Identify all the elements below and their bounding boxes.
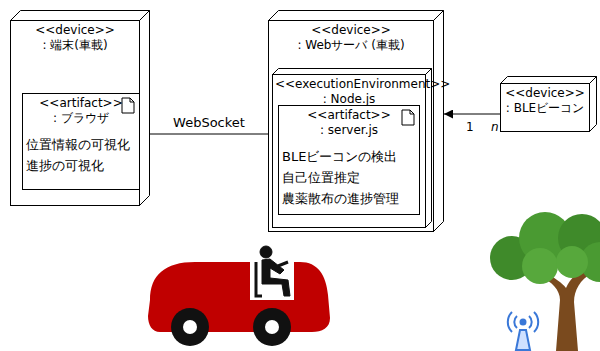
- tree: [490, 212, 600, 351]
- stereotype: <<device>>: [271, 23, 431, 38]
- device-box: <<device>>: Webサーバ (車載) <<executionEnviro…: [268, 10, 444, 232]
- edge-label: WebSocket: [172, 115, 246, 130]
- stereotype: <<device>>: [13, 23, 137, 38]
- node-face: <<artifact>>: server.jsBLEビーコンの検出 自己位置推定…: [278, 108, 420, 209]
- wheel-hub: [183, 320, 197, 334]
- artifact-icon: [122, 98, 134, 113]
- association-arrow: [444, 114, 500, 115]
- driver-panel: [250, 240, 294, 300]
- node-face: <<artifact>>: ブラウザ位置情報の可視化 進捗の可視化: [22, 96, 140, 176]
- box-top: [273, 69, 432, 75]
- device-box: <<device>>: BLEビーコン: [500, 76, 597, 132]
- box-side: [434, 11, 444, 232]
- stereotype: <<device>>: [503, 86, 587, 101]
- box-front: [501, 84, 590, 132]
- car: [148, 240, 330, 346]
- node-face: <<device>>: 端末(車載): [10, 23, 140, 53]
- node-face: <<device>>: BLEビーコン: [500, 86, 590, 116]
- node-name: : Webサーバ (車載): [271, 38, 431, 53]
- box-side: [140, 11, 150, 206]
- foliage: [522, 248, 558, 284]
- box-top: [11, 11, 150, 21]
- box-front: [11, 21, 140, 206]
- beacon-icon: [508, 312, 538, 350]
- stereotype: <<artifact>>: [294, 108, 404, 123]
- artifact-icon: [402, 110, 414, 125]
- device-box: <<executionEnvironment>>: Node.js<<artif…: [272, 68, 432, 228]
- node-face: <<executionEnvironment>>: Node.js: [272, 77, 426, 107]
- wheel: [253, 308, 291, 346]
- node-face: <<device>>: Webサーバ (車載): [268, 23, 434, 53]
- device-box: <<device>>: 端末(車載) <<artifact>>: ブラウザ位置情報…: [10, 10, 150, 206]
- stereotype: <<executionEnvironment>>: [275, 77, 423, 92]
- box-front: [279, 106, 420, 215]
- association-line: [150, 134, 268, 135]
- multiplicity: n: [490, 120, 500, 135]
- artifact-box: <<artifact>>: server.jsBLEビーコンの検出 自己位置推定…: [278, 105, 420, 215]
- box-side: [426, 69, 432, 228]
- node-name: : server.js: [294, 123, 404, 138]
- node-body: 位置情報の可視化 進捗の可視化: [26, 134, 124, 176]
- node-name: : Node.js: [275, 92, 423, 107]
- foliage: [556, 246, 588, 278]
- box-front: [23, 94, 140, 190]
- wheel: [171, 308, 209, 346]
- node-name: : BLEビーコン: [503, 101, 587, 116]
- box-front: [269, 21, 434, 232]
- node-name: : 端末(車載): [13, 38, 137, 53]
- artifact-box: <<artifact>>: ブラウザ位置情報の可視化 進捗の可視化: [22, 93, 140, 190]
- box-front: [273, 75, 426, 228]
- wheel-hub: [265, 320, 279, 334]
- box-side: [590, 77, 597, 132]
- node-body: BLEビーコンの検出 自己位置推定 農薬散布の進捗管理: [282, 146, 404, 209]
- multiplicity: 1: [465, 120, 475, 135]
- box-top: [501, 77, 597, 84]
- node-name: : ブラウザ: [38, 111, 124, 126]
- stereotype: <<artifact>>: [38, 96, 124, 111]
- box-top: [269, 11, 444, 21]
- driver-icon: [256, 246, 290, 296]
